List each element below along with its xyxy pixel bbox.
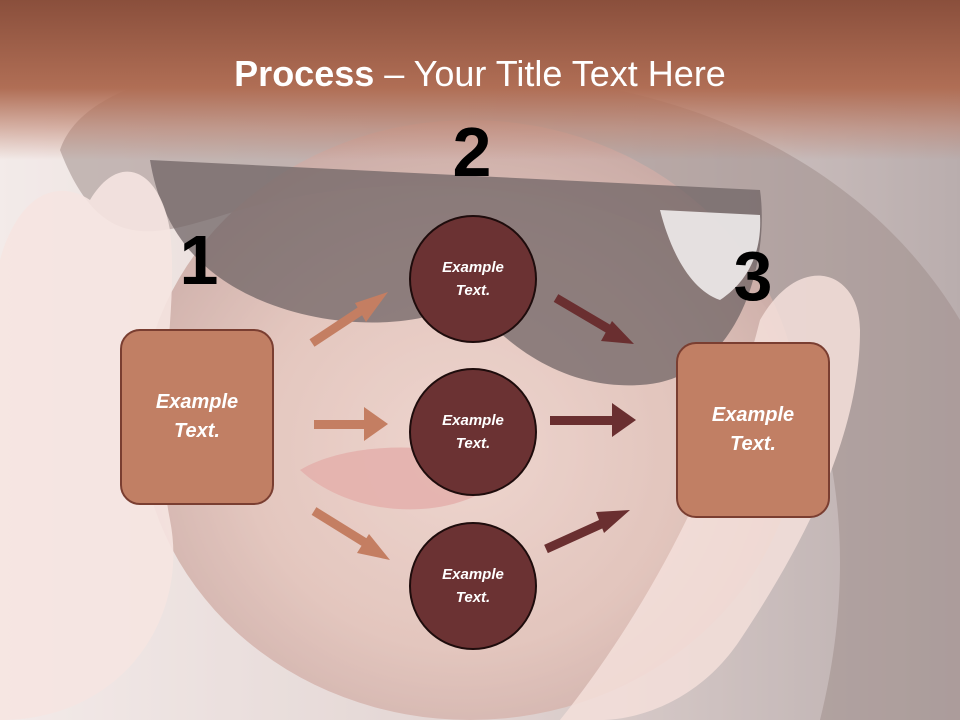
step-3-label-line-2: Text.: [730, 433, 776, 455]
title-band: [0, 0, 960, 160]
slide-title: Process – Your Title Text Here: [0, 52, 960, 96]
photo-left-hand: [0, 171, 174, 720]
arrow-circle-middle-to-box3: [550, 403, 636, 437]
circle-top-label-line-1: Example: [442, 259, 504, 276]
step-3-label-line-1: Example: [711, 404, 795, 426]
arrow-box1-to-circle-top: [309, 292, 388, 347]
slide-title-rest: – Your Title Text Here: [374, 53, 726, 94]
photo-lens-glare: [660, 210, 761, 300]
slide-title-bold: Process: [234, 53, 375, 94]
arrow-box1-to-circle-middle: [314, 407, 388, 441]
step-number-3: 3: [733, 237, 773, 315]
circle-middle-label-line-2: Text.: [455, 435, 491, 452]
step-number-2: 2: [452, 113, 492, 191]
circle-top-label-line-2: Text.: [455, 282, 491, 299]
circle-middle-label-line-1: Example: [442, 412, 504, 429]
step-1-label-line-1: Example: [155, 391, 239, 413]
arrow-box1-to-circle-bottom: [311, 507, 390, 560]
step-number-1: 1: [179, 221, 219, 299]
step-1-label-line-2: Text.: [174, 420, 220, 442]
arrow-circle-bottom-to-box3: [544, 510, 630, 554]
circle-bottom-label-line-2: Text.: [455, 589, 491, 606]
arrow-circle-top-to-box3: [553, 294, 634, 344]
circle-bottom-label-line-1: Example: [442, 566, 504, 583]
